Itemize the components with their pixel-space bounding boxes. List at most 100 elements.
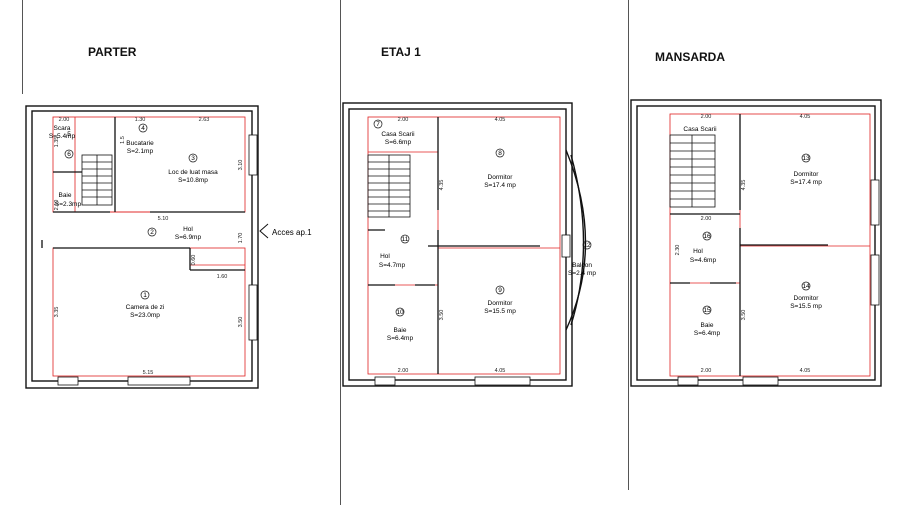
room-name: Hol: [380, 253, 390, 260]
room-number: 3: [191, 155, 195, 162]
room-name: Balcon: [572, 262, 592, 269]
room-area: S=2.4 mp: [568, 270, 596, 277]
room-name: Dormitor: [794, 171, 820, 178]
room-area: S=6.6mp: [385, 139, 412, 146]
dimension-label: 1.60: [217, 274, 228, 280]
dimension-label: 3.35: [54, 307, 60, 318]
room-number: 13: [802, 155, 810, 162]
room-area: S=17.4 mp: [484, 182, 516, 189]
dimension-label: 2.00: [701, 216, 712, 222]
room-area: S=15.5 mp: [790, 303, 822, 310]
room-number: 11: [402, 236, 409, 243]
parter-stairs: [81, 154, 113, 206]
dimension-label: 5.15: [143, 370, 154, 376]
room-number: 16: [703, 233, 711, 240]
room-area: S=4.7mp: [379, 262, 406, 269]
room-name: Baie: [58, 192, 71, 199]
room-name: Dormitor: [794, 295, 820, 302]
balcony-door: [561, 234, 571, 258]
access-label: Acces ap.1: [272, 228, 312, 237]
dimension-label: 3.10: [238, 160, 244, 171]
room-area: S=23.0mp: [130, 312, 160, 319]
room-area: S=5.4mp: [49, 133, 76, 140]
dimension-label: 3.50: [741, 310, 747, 321]
window: [374, 376, 396, 386]
window: [57, 376, 79, 386]
plan-mansarda: Casa Scarii 13 Dormitor S=17.4 mp 16 Hol…: [630, 99, 882, 387]
room-name: Loc de luat masa: [168, 169, 218, 176]
dimension-label: 2.00: [398, 117, 409, 123]
room-name: Dormitor: [488, 300, 514, 307]
room-number: 9: [498, 287, 502, 294]
dimension-label: 5.10: [158, 216, 169, 222]
dimension-label: 2.00: [701, 368, 712, 374]
window: [248, 284, 258, 341]
dimension-label: 1.35: [54, 137, 60, 148]
etaj1-stairs: [367, 154, 411, 218]
room-name: Baie: [700, 322, 713, 329]
room-number: 15: [703, 307, 711, 314]
room-number: 14: [802, 283, 810, 290]
dimension-label: 2.10: [54, 200, 60, 211]
window: [127, 376, 191, 386]
window: [474, 376, 531, 386]
room-area: S=2.1mp: [127, 148, 154, 155]
panel-separator-1: [340, 0, 341, 505]
dimension-label: 3.50: [439, 310, 445, 321]
room-area: S=6.9mp: [175, 234, 202, 241]
etaj1-outer-wall: [342, 102, 573, 387]
dimension-label: 1.5: [120, 136, 126, 144]
dimension-label: 4.05: [495, 117, 506, 123]
dimension-label: 4.05: [800, 114, 811, 120]
plan-etaj1: 7 Casa Scarii S=6.6mp 8 Dormitor S=17.4 …: [342, 102, 596, 387]
room-name: Casa Scarii: [381, 131, 414, 138]
plan-parter: Acces ap.1 5 Scara S=5.4mp 6 4 Bucatarie…: [25, 105, 312, 389]
window: [677, 376, 699, 386]
room-name: Bucatarie: [126, 140, 154, 147]
room-number: 1: [143, 292, 147, 299]
dimension-label: 2.00: [59, 117, 70, 123]
dimension-label: 4.05: [800, 368, 811, 374]
parter-outer-wall: [25, 105, 259, 389]
left-border-line: [22, 0, 23, 94]
room-area: S=10.8mp: [178, 177, 208, 184]
dimension-label: 2.00: [701, 114, 712, 120]
room-name: Casa Scarii: [683, 126, 716, 133]
room-area: S=17.4 mp: [790, 179, 822, 186]
dimension-label: 2.63: [199, 117, 210, 123]
room-name: Camera de zi: [126, 304, 165, 311]
dimension-label: 4.35: [741, 180, 747, 191]
window: [870, 254, 880, 306]
dimension-label: 1.30: [135, 117, 146, 123]
room-number: 2: [150, 229, 154, 236]
room-area: S=6.4mp: [387, 335, 414, 342]
title-parter: PARTER: [88, 45, 137, 59]
room-number: 10: [396, 309, 404, 316]
window: [870, 179, 880, 226]
room-name: Hol: [183, 226, 193, 233]
room-name: Hol: [693, 248, 703, 255]
dimension-label: 1.70: [238, 233, 244, 244]
dimension-label: 2.30: [675, 245, 681, 256]
mansarda-stairs: [669, 134, 716, 208]
window: [248, 134, 258, 176]
access-arrow-icon: [259, 223, 269, 239]
room-number: 5: [67, 131, 71, 138]
dimension-label: 3.50: [238, 317, 244, 328]
room-area: S=4.6mp: [690, 257, 717, 264]
dimension-label: 0.60: [191, 255, 197, 266]
room-name: Scara: [54, 125, 71, 132]
room-number: 6: [67, 151, 71, 158]
room-number: 4: [141, 125, 145, 132]
dimension-label: 2.00: [398, 368, 409, 374]
room-name: Baie: [393, 327, 406, 334]
mansarda-outer-wall: [630, 99, 882, 387]
title-etaj1: ETAJ 1: [381, 45, 421, 59]
title-mansarda: MANSARDA: [655, 50, 725, 64]
room-area: S=6.4mp: [694, 330, 721, 337]
room-number: 7: [376, 121, 380, 128]
room-name: Dormitor: [488, 174, 514, 181]
room-area: S=15.5 mp: [484, 308, 516, 315]
room-number: 12: [583, 242, 591, 249]
room-area: S=2.3mp: [55, 201, 82, 208]
